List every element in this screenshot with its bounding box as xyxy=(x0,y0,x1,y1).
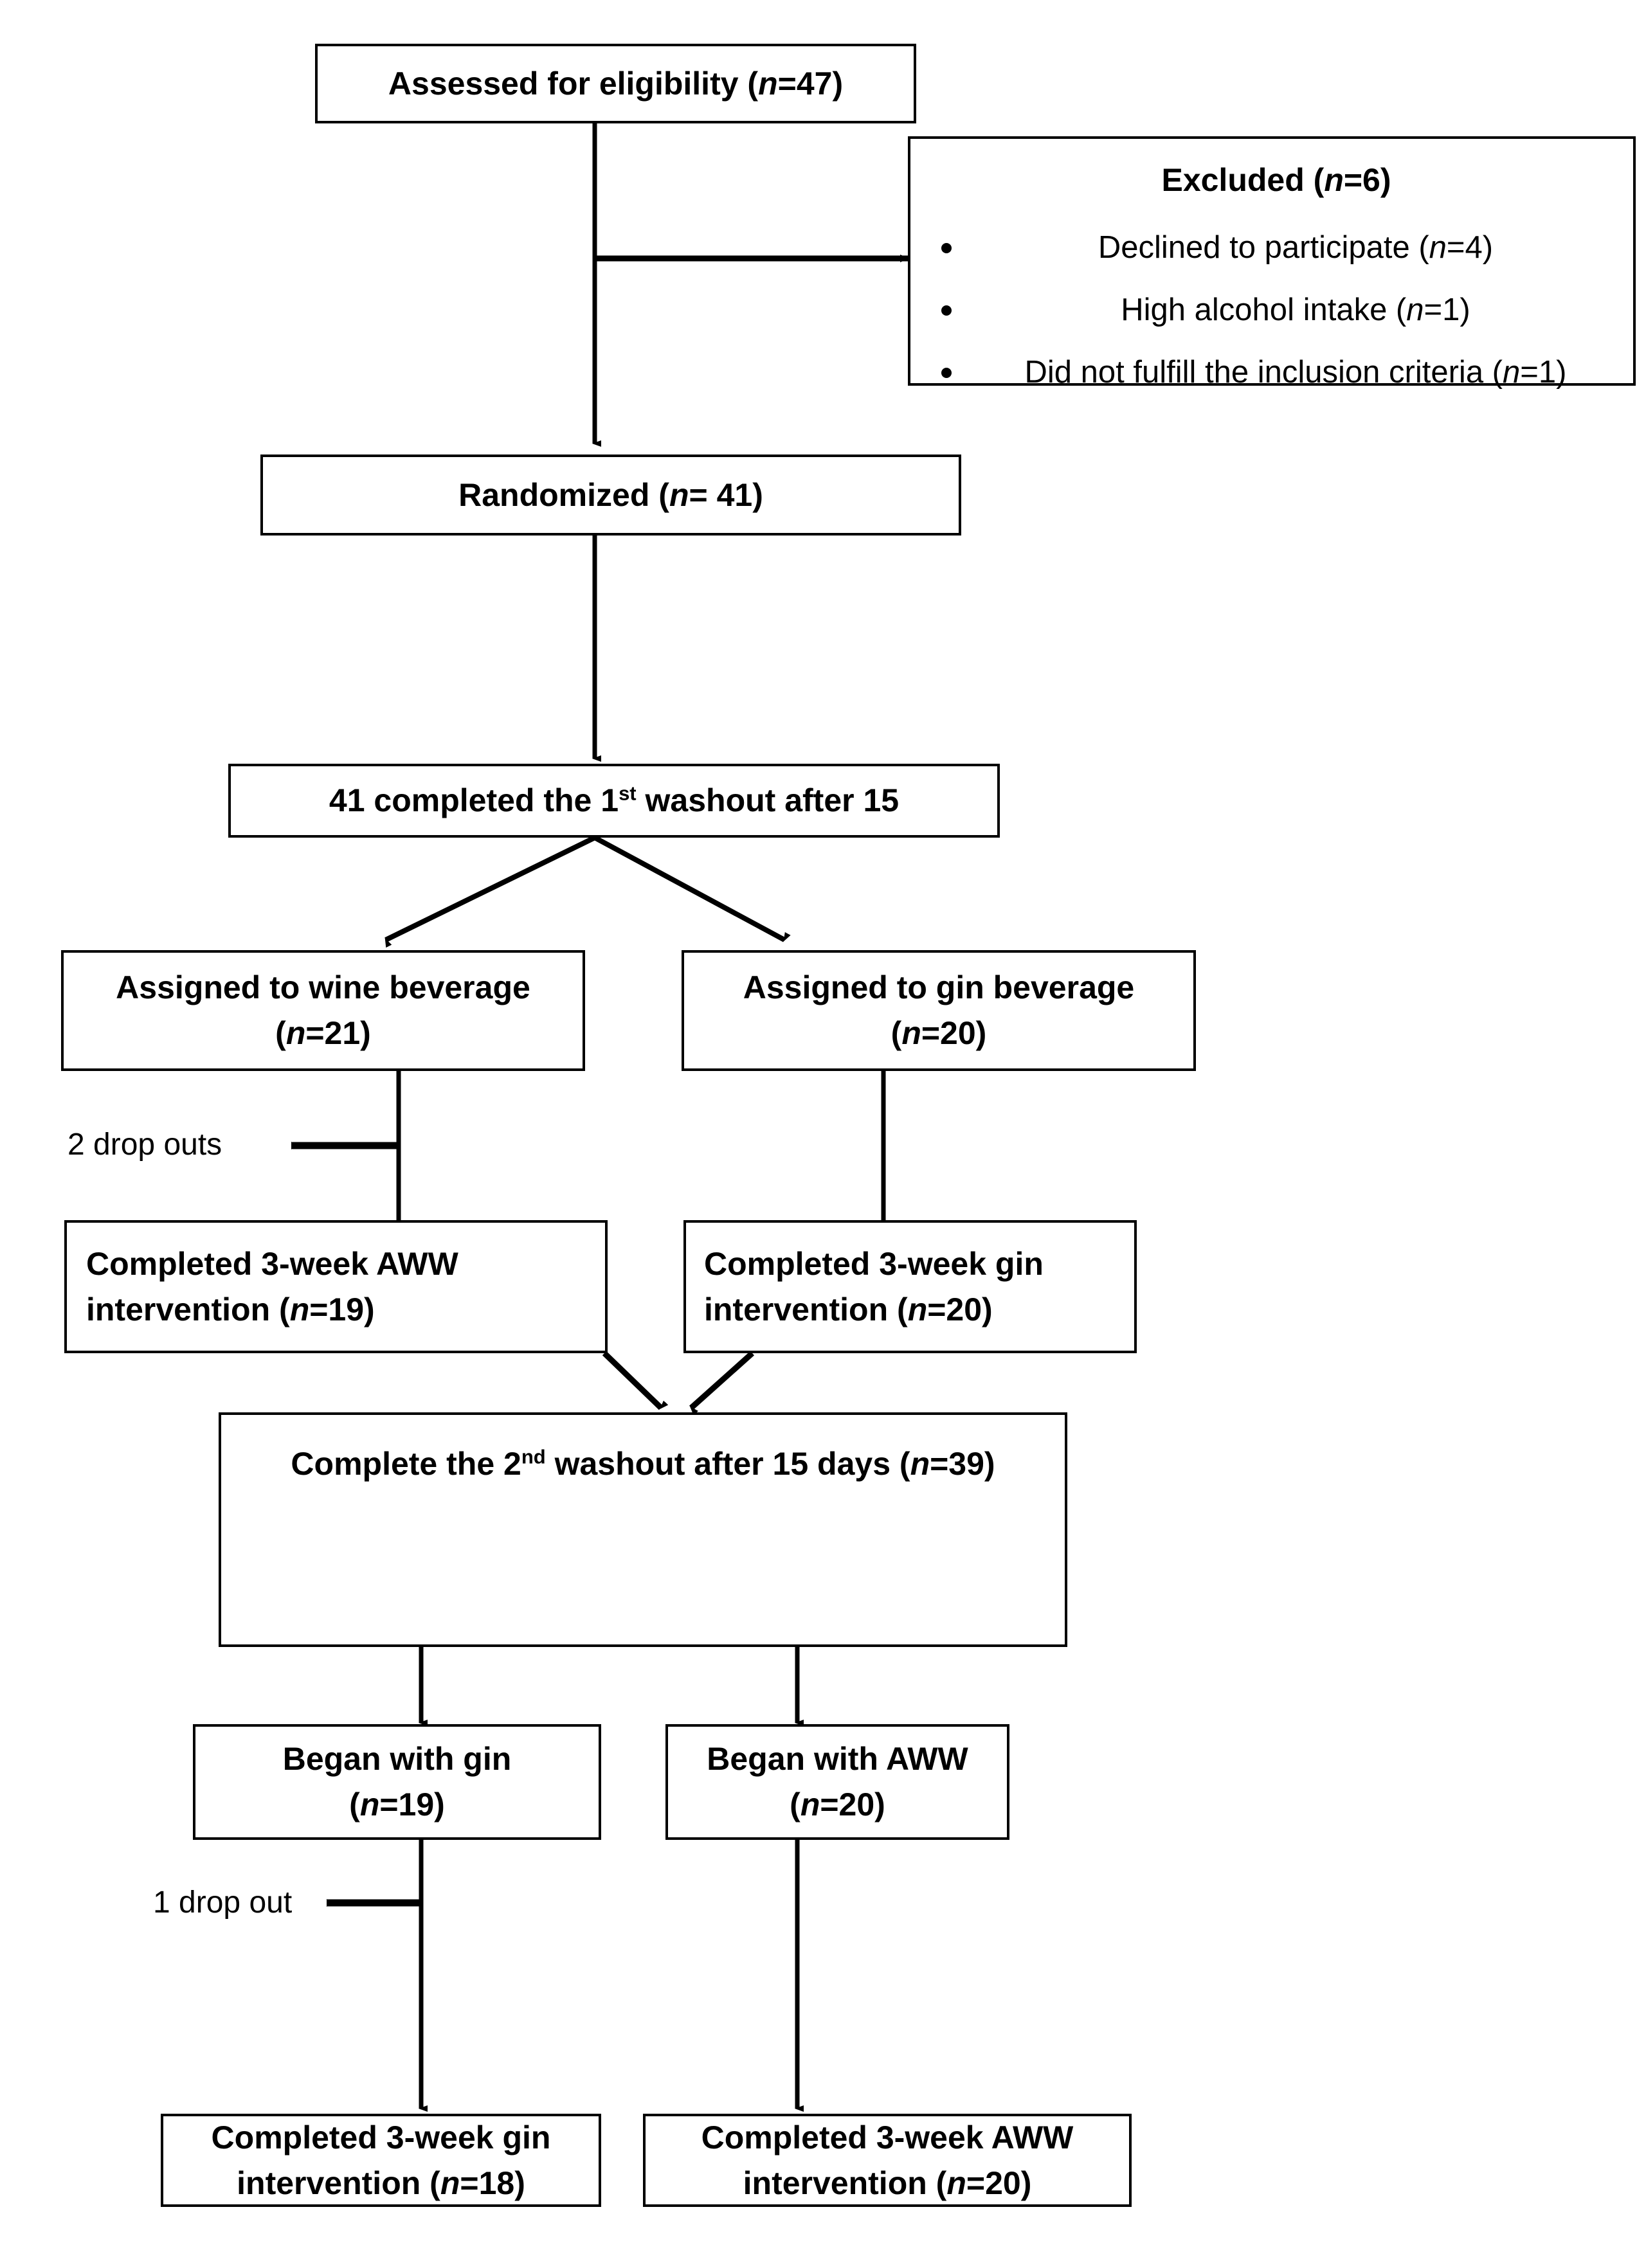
node-assigned-gin-label: Assigned to gin beverage(n=20) xyxy=(743,969,1135,1051)
edge-completed-gin-to-washout2 xyxy=(689,1351,755,1416)
edge-completed-aww-to-washout2 xyxy=(602,1351,669,1410)
bullet-icon xyxy=(941,367,952,378)
node-began-gin: Began with gin(n=19) xyxy=(193,1724,601,1840)
node-washout-1: 41 completed the 1st washout after 15 xyxy=(228,764,1000,838)
excluded-reason-item: Declined to participate (n=4) xyxy=(932,229,1616,267)
node-began-aww-label: Began with AWW(n=20) xyxy=(707,1741,968,1823)
excluded-reason-item: High alcohol intake (n=1) xyxy=(932,291,1616,329)
node-washout-2: Complete the 2nd washout after 15 days (… xyxy=(219,1412,1067,1647)
node-began-gin-label: Began with gin(n=19) xyxy=(282,1741,512,1823)
node-washout-2-label: Complete the 2nd washout after 15 days (… xyxy=(291,1444,995,1482)
node-assigned-wine: Assigned to wine beverage(n=21) xyxy=(61,950,585,1071)
excluded-reason-item: Did not fulfill the inclusion criteria (… xyxy=(932,354,1616,392)
excluded-title: Excluded (n=6) xyxy=(1161,162,1391,198)
edge-washout1-to-gin xyxy=(593,835,791,942)
node-began-aww: Began with AWW(n=20) xyxy=(665,1724,1009,1840)
node-washout-1-label: 41 completed the 1st washout after 15 xyxy=(329,782,900,818)
node-assigned-gin: Assigned to gin beverage(n=20) xyxy=(682,950,1196,1071)
node-assessed-for-eligibility: Assessed for eligibility (n=47) xyxy=(315,44,916,123)
label-dropouts-2: 1 drop out xyxy=(153,1886,293,1920)
node-randomized: Randomized (n= 41) xyxy=(260,455,961,536)
bullet-icon xyxy=(941,305,952,316)
label-dropouts-1: 2 drop outs xyxy=(68,1128,222,1162)
edge-washout1-to-wine xyxy=(384,835,596,948)
node-assigned-wine-label: Assigned to wine beverage(n=21) xyxy=(116,969,530,1051)
node-assessed-label: Assessed for eligibility (n=47) xyxy=(388,65,844,102)
bullet-icon xyxy=(941,243,952,253)
node-excluded: Excluded (n=6) Declined to participate (… xyxy=(908,136,1636,390)
node-randomized-label: Randomized (n= 41) xyxy=(458,476,763,513)
excluded-reason-list: Declined to participate (n=4) High alcoh… xyxy=(932,229,1616,391)
